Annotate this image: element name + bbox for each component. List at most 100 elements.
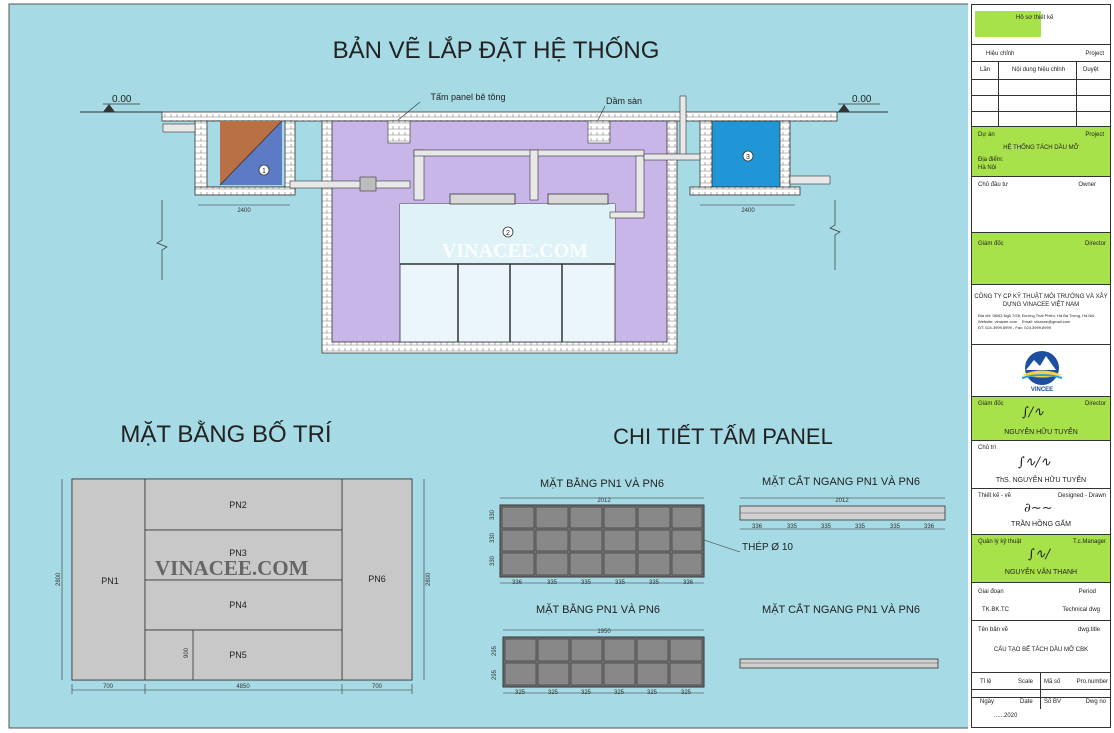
svg-text:2012: 2012 — [835, 498, 849, 504]
svg-text:335: 335 — [581, 580, 592, 586]
svg-text:335: 335 — [890, 524, 901, 530]
tb-meta: Tỉ lệ Scale Mã số Pro.number Ngày Date S… — [972, 673, 1110, 727]
layout-title: MẶT BẰNG BỐ TRÍ — [120, 420, 331, 448]
panel-pn3 — [144, 529, 343, 581]
svg-text:335: 335 — [855, 524, 866, 530]
svg-text:336: 336 — [924, 524, 935, 530]
svg-text:335: 335 — [787, 524, 798, 530]
svg-text:325: 325 — [581, 690, 592, 696]
tb-director-2: Giám đốc Director ∫∕∿ NGUYỄN HỮU TUYỂN — [972, 397, 1110, 441]
svg-text:PN5: PN5 — [229, 650, 247, 660]
tb-date-value: ......2020 — [994, 713, 1018, 719]
inlet-pipe — [162, 123, 196, 133]
tb-director-name: NGUYỄN HỮU TUYỂN — [1004, 429, 1078, 436]
svg-text:PN6: PN6 — [368, 574, 386, 584]
tb-qc: Quản lý kỹ thuật T.c.Manager ∫∿∕ NGUYỄN … — [972, 535, 1110, 583]
svg-text:330: 330 — [490, 532, 496, 543]
svg-text:PN4: PN4 — [229, 600, 247, 610]
panel-section-1: MẶT CẮT NGANG PN1 VÀ PN6 2012 336 335 33… — [739, 475, 946, 530]
svg-text:336: 336 — [512, 580, 523, 586]
layout-plan: PN1 PN2 PN3 PN4 PN5 PN6 900 VINACEE.COM … — [56, 478, 432, 694]
signature-designer: ∂∼∼ — [1024, 501, 1053, 516]
cad-drawing: BẢN VẼ LẮP ĐẶT HỆ THỐNG MẶT BẰNG BỐ TRÍ … — [8, 3, 968, 729]
signature-director: ∫∕∿ — [1022, 405, 1045, 420]
label-floor-beam: Dầm sàn — [606, 96, 642, 106]
panel-section-2: MẶT CẮT NGANG PN1 VÀ PN6 — [739, 603, 939, 669]
svg-text:330: 330 — [490, 555, 496, 566]
level-left: 0.00 — [112, 94, 132, 105]
svg-text:900: 900 — [184, 647, 190, 658]
panel-title: CHI TIẾT TẤM PANEL — [613, 424, 833, 449]
panel-plan-1: MẶT BẰNG PN1 VÀ PN6 2012 336 335 335 335… — [490, 477, 793, 586]
tank-tag-3: 3 — [746, 154, 750, 161]
svg-text:335: 335 — [821, 524, 832, 530]
svg-text:295: 295 — [492, 669, 498, 680]
label-concrete-panel: Tấm panel bê tông — [430, 92, 505, 102]
svg-text:330: 330 — [490, 509, 496, 520]
svg-text:2800: 2800 — [56, 572, 62, 586]
svg-text:336: 336 — [752, 524, 763, 530]
level-marker-left — [103, 104, 115, 112]
svg-text:THÉP Ø 10: THÉP Ø 10 — [742, 540, 793, 553]
signature-qc: ∫∿∕ — [1028, 547, 1051, 562]
dim-right: 2400 — [741, 208, 755, 214]
svg-text:325: 325 — [647, 690, 658, 696]
svg-text:700: 700 — [103, 684, 114, 690]
svg-text:MẶT CẮT NGANG PN1 VÀ PN6: MẶT CẮT NGANG PN1 VÀ PN6 — [762, 475, 920, 488]
dim-left: 2400 — [237, 208, 251, 214]
panel-plan-2: MẶT BẰNG PN1 VÀ PN6 1950 325 325 325 325… — [492, 603, 705, 696]
watermark-layout: VINACEE.COM — [155, 556, 309, 580]
tb-doc-row: Hồ sơ thiết kế — [972, 5, 1110, 45]
panel-pn4 — [144, 579, 343, 631]
svg-text:PN2: PN2 — [229, 500, 247, 510]
svg-text:MẶT BẰNG PN1 VÀ PN6: MẶT BẰNG PN1 VÀ PN6 — [536, 603, 660, 616]
svg-text:2012: 2012 — [597, 498, 611, 504]
watermark-section: VINACEE.COM — [442, 240, 588, 262]
svg-text:325: 325 — [515, 690, 526, 696]
tb-project: Dự án Project HỆ THỐNG TÁCH DẦU MỠ Địa đ… — [972, 127, 1110, 177]
svg-text:325: 325 — [548, 690, 559, 696]
svg-text:MẶT BẰNG PN1 VÀ PN6: MẶT BẰNG PN1 VÀ PN6 — [540, 477, 664, 490]
svg-text:325: 325 — [614, 690, 625, 696]
signature-chair: ∫∿∕∿ — [1018, 455, 1051, 470]
tb-logo-row: VINCEE — [972, 345, 1110, 397]
panel-pn6 — [341, 478, 413, 681]
svg-text:4850: 4850 — [236, 684, 250, 690]
level-marker-right — [838, 104, 850, 112]
panel-pn1 — [71, 478, 146, 681]
tb-chair: Chủ trì ∫∿∕∿ ThS. NGUYỄN HỮU TUYỂN — [972, 441, 1110, 489]
svg-text:2800: 2800 — [426, 572, 432, 586]
svg-text:325: 325 — [681, 690, 692, 696]
svg-text:PN1: PN1 — [101, 576, 119, 586]
svg-text:PN3: PN3 — [229, 548, 247, 558]
tb-dwg-title-text: CẤU TẠO BỂ TÁCH DẦU MỠ CBK — [993, 647, 1089, 653]
tb-owner: Chủ đầu tư Owner — [972, 177, 1110, 233]
svg-text:MẶT CẮT NGANG PN1 VÀ PN6: MẶT CẮT NGANG PN1 VÀ PN6 — [762, 603, 920, 616]
svg-text:335: 335 — [649, 580, 660, 586]
company-logo: VINCEE — [1021, 351, 1063, 393]
tb-design: Thiết kế - vẽ Designed - Drawn ∂∼∼ TRẦN … — [972, 489, 1110, 535]
tb-doc-label: Hồ sơ thiết kế — [1016, 15, 1054, 21]
tb-stage: Giai đoạn Period TK.BK.TC Technical dwg — [972, 583, 1110, 621]
tb-company-name: CÔNG TY CP KỸ THUẬT MÔI TRƯỜNG VÀ XÂY DỰ… — [974, 294, 1108, 308]
tb-dwg-title: Tên bản vẽ dwg.title CẤU TẠO BỂ TÁCH DẦU… — [972, 621, 1110, 673]
panel-pn5 — [144, 629, 343, 681]
panel-pn2 — [144, 478, 343, 531]
logo-text: VINCEE — [1031, 387, 1053, 393]
outlet-pipe — [789, 175, 831, 185]
svg-text:335: 335 — [615, 580, 626, 586]
tank-tag-1: 1 — [262, 168, 266, 175]
svg-text:336: 336 — [683, 580, 694, 586]
level-right: 0.00 — [852, 94, 872, 105]
tb-company: CÔNG TY CP KỸ THUẬT MÔI TRƯỜNG VÀ XÂY DỰ… — [972, 285, 1110, 345]
tb-revision-table: Hiệu chỉnh Project Lần Nội dung hiệu chỉ… — [972, 45, 1110, 127]
section-drawing: 0.00 0.00 1 2400 2 — [80, 92, 888, 354]
tb-director: Giám đốc Director — [972, 233, 1110, 285]
title-block: Hồ sơ thiết kế Hiệu chỉnh Project Lần Nộ… — [971, 4, 1111, 728]
tank-tag-2: 2 — [506, 230, 510, 237]
svg-text:335: 335 — [547, 580, 558, 586]
tb-project-name: HỆ THỐNG TÁCH DẦU MỠ — [1003, 145, 1079, 151]
svg-text:1950: 1950 — [597, 629, 611, 635]
svg-text:295: 295 — [492, 645, 498, 656]
